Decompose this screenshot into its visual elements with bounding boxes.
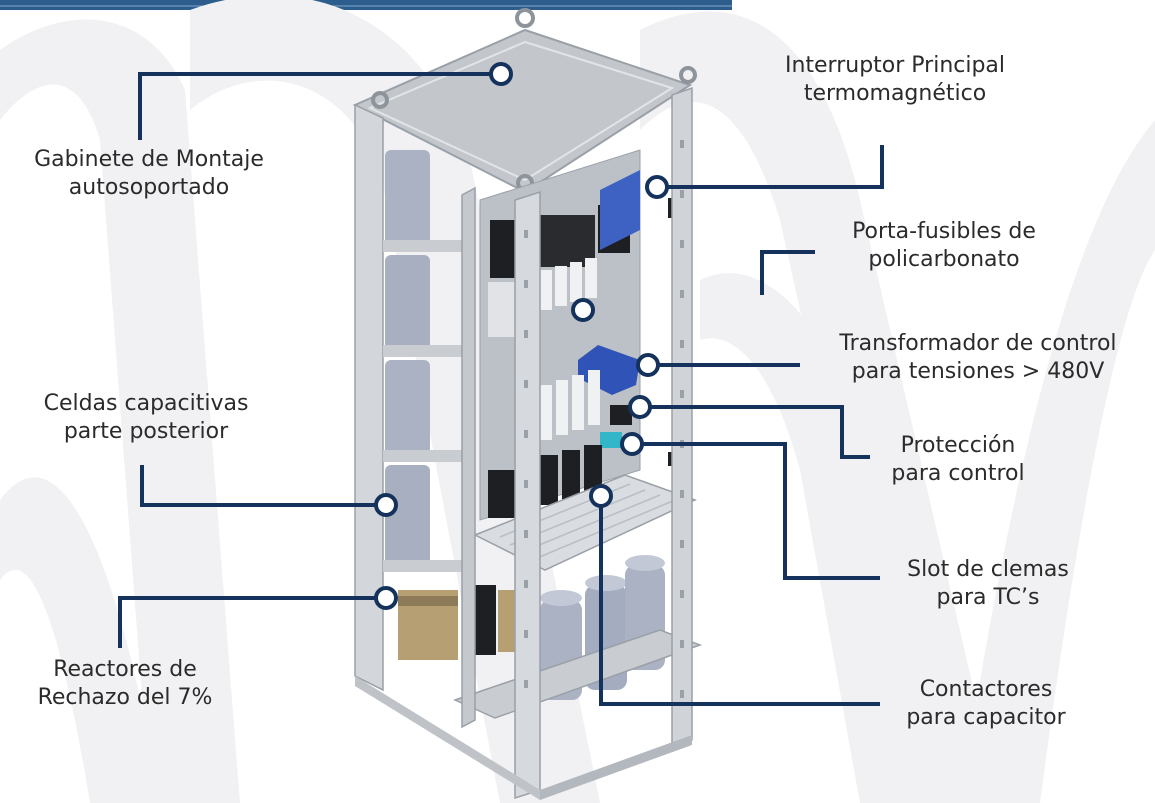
label-interruptor-line2: termomagnético	[803, 81, 987, 106]
markers	[374, 62, 669, 610]
label-contactores-line2: para capacitor	[906, 705, 1066, 730]
lifting-eye	[515, 8, 535, 28]
leader-contactores	[599, 500, 880, 706]
leader-celdas	[140, 465, 383, 507]
capacitor-cell	[385, 360, 430, 455]
leader-reactores	[118, 596, 383, 648]
marker-contactores	[589, 484, 613, 508]
marker-interruptor	[645, 175, 669, 199]
label-porta-fusibles: Porta-fusibles de policarbonato	[812, 218, 1076, 274]
marker-reactores	[374, 586, 398, 610]
marker-slot	[620, 432, 644, 456]
lifting-eye	[679, 66, 697, 84]
label-contactores: Contactores para capacitor	[876, 676, 1096, 732]
leader-gabinete	[138, 72, 490, 140]
label-transformador-line1: Transformador de control	[839, 331, 1117, 356]
label-celdas-line1: Celdas capacitivas	[43, 391, 249, 416]
label-gabinete: Gabinete de Montaje autosoportado	[8, 146, 290, 202]
marker-gabinete	[489, 62, 513, 86]
label-interruptor: Interruptor Principal termomagnético	[750, 52, 1040, 108]
leader-lines	[118, 72, 884, 706]
marker-transformador	[636, 353, 660, 377]
capacitor-cell	[385, 150, 430, 245]
label-reactores-line2: Rechazo del 7%	[37, 685, 213, 710]
cabinet-illustration	[352, 8, 703, 800]
top-band	[0, 0, 732, 10]
main-breaker	[600, 170, 640, 250]
cabinet-top	[352, 28, 693, 194]
label-porta-fusibles-line2: policarbonato	[868, 247, 1020, 272]
label-slot-line2: para TC’s	[936, 585, 1040, 610]
label-celdas: Celdas capacitivas parte posterior	[14, 390, 278, 446]
label-celdas-line2: parte posterior	[63, 419, 229, 444]
lifting-eye	[371, 91, 389, 109]
label-proteccion-line1: Protección	[900, 433, 1016, 458]
capacitor-cell	[385, 465, 430, 565]
label-contactores-line1: Contactores	[919, 677, 1053, 702]
leader-porta-fusibles	[760, 250, 815, 295]
label-interruptor-line1: Interruptor Principal	[784, 53, 1006, 78]
capacitor-cell	[385, 255, 430, 350]
label-gabinete-line2: autosoportado	[68, 175, 230, 200]
marker-proteccion	[628, 395, 652, 419]
marker-porta-fusibles	[571, 298, 595, 322]
label-proteccion-line2: para control	[891, 461, 1025, 486]
label-transformador-line2: para tensiones > 480V	[851, 359, 1105, 384]
leader-slot	[640, 442, 880, 580]
leader-interruptor	[668, 145, 884, 189]
label-slot-line1: Slot de clemas	[907, 557, 1069, 582]
front-post	[461, 186, 476, 729]
label-reactores-line1: Reactores de	[53, 657, 197, 682]
label-porta-fusibles-line1: Porta-fusibles de	[852, 219, 1036, 244]
label-slot: Slot de clemas para TC’s	[868, 556, 1108, 612]
label-gabinete-line1: Gabinete de Montaje	[34, 147, 264, 172]
label-proteccion: Protección para control	[848, 432, 1068, 488]
marker-celdas	[374, 493, 398, 517]
leader-proteccion	[648, 405, 870, 459]
label-reactores: Reactores de Rechazo del 7%	[10, 656, 240, 712]
label-transformador: Transformador de control para tensiones …	[808, 330, 1148, 386]
